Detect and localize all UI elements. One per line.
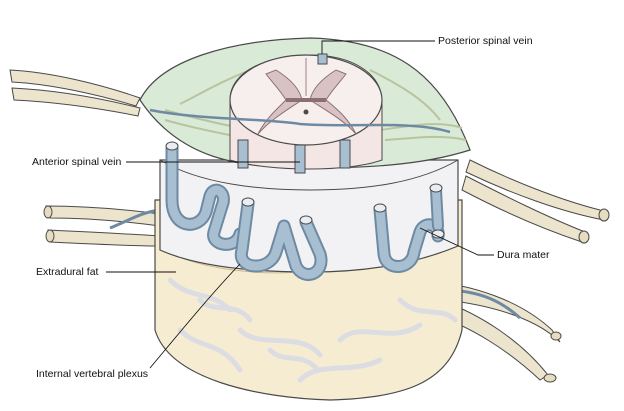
label-internal-vertebral-plexus: Internal vertebral plexus xyxy=(36,368,149,380)
label-anterior-spinal-vein: Anterior spinal vein xyxy=(32,156,122,168)
spinal-cord-cross-section xyxy=(229,54,383,170)
left-lower-nerve-root xyxy=(43,205,161,247)
leader-dura-mater xyxy=(419,227,494,256)
leader-posterior-spinal-vein xyxy=(321,40,435,54)
label-dura-mater: Dura mater xyxy=(497,249,550,261)
internal-vertebral-plexus-veins xyxy=(165,141,445,281)
posterior-spinal-vein-marker xyxy=(317,53,328,65)
upper-nerve-roots xyxy=(9,69,610,244)
anterior-cord-veins xyxy=(149,108,451,174)
label-extradural-fat: Extradural fat xyxy=(36,266,99,278)
leader-lines xyxy=(106,40,494,369)
label-posterior-spinal-vein: Posterior spinal vein xyxy=(438,35,533,47)
leader-internal-vertebral-plexus xyxy=(149,263,241,369)
